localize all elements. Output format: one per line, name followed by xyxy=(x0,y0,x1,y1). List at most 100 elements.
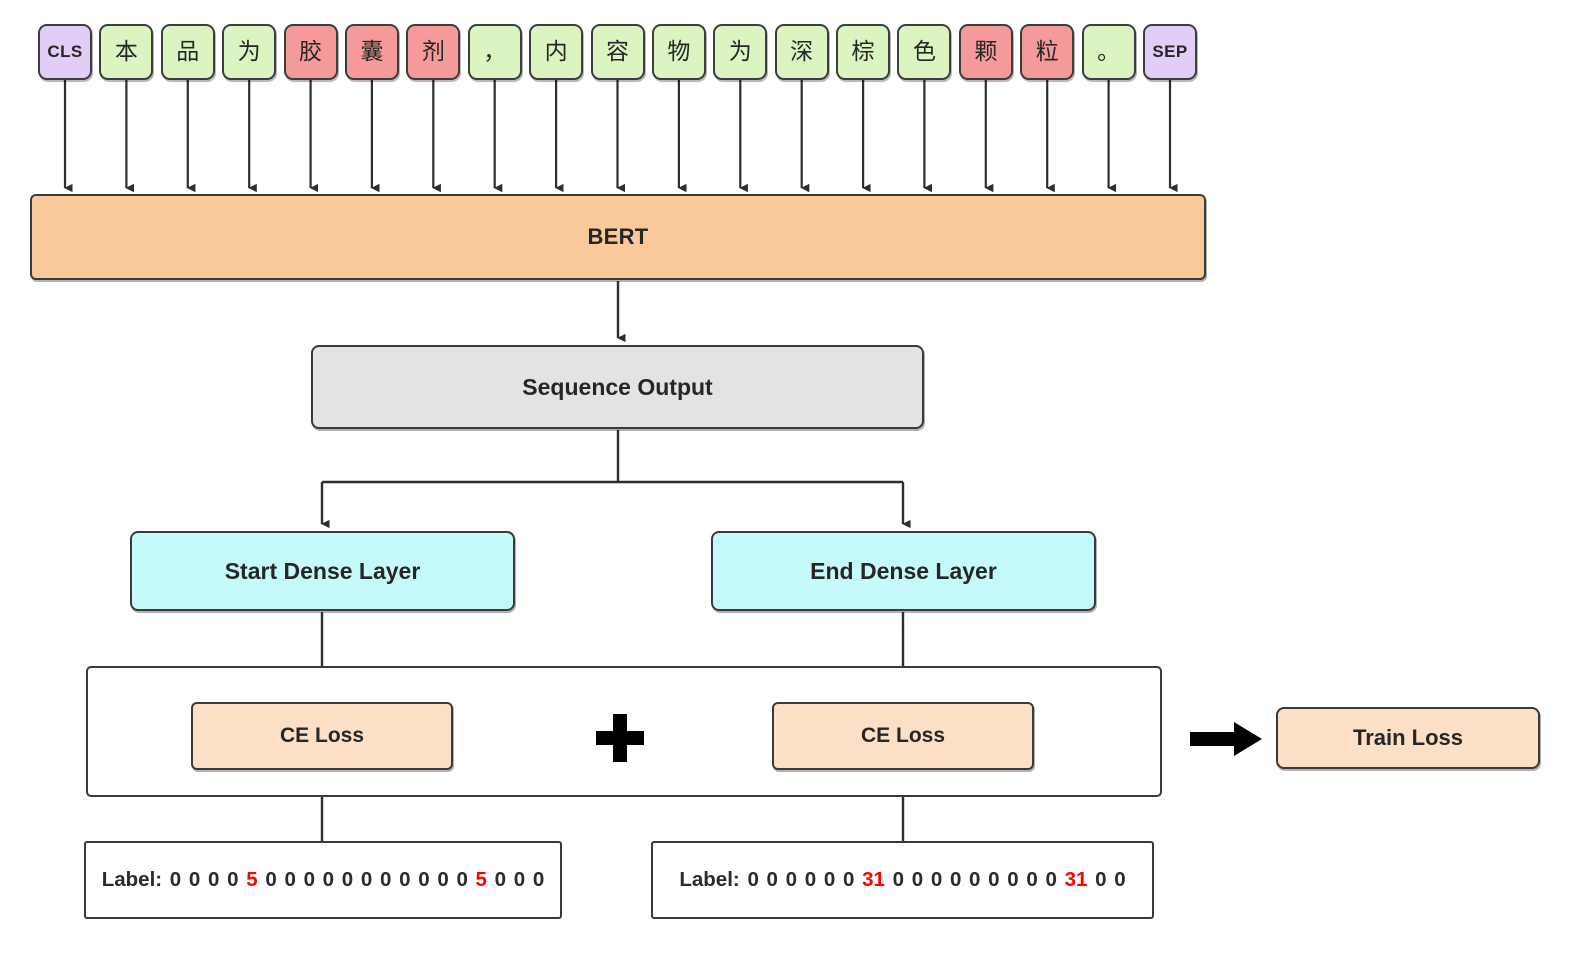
end-dense-layer-block[interactable]: End Dense Layer xyxy=(711,531,1096,611)
label-value-6: 0 xyxy=(284,868,296,892)
label-value-15: 0 xyxy=(1045,868,1057,892)
label-value-11: 0 xyxy=(380,868,392,892)
token-16[interactable]: 粒 xyxy=(1020,24,1075,80)
label-value-9: 0 xyxy=(341,868,354,892)
token-label: 内 xyxy=(544,37,568,64)
label-value-13: 0 xyxy=(418,868,430,892)
label-value-14: 0 xyxy=(437,868,449,892)
token-label: SEP xyxy=(1152,41,1188,61)
token-label: 色 xyxy=(912,37,936,64)
token-label: 粒 xyxy=(1035,37,1059,64)
token-11[interactable]: 为 xyxy=(713,24,768,80)
end-ce-loss-label: CE Loss xyxy=(860,724,946,747)
end-label-box: Label: 0 0 0 0 0 0 31 0 0 0 0 0 0 0 0 0 … xyxy=(651,841,1154,919)
token-label: ， xyxy=(483,37,507,64)
right-arrow-icon xyxy=(1190,722,1262,756)
label-value-18: 0 xyxy=(1114,868,1126,892)
label-value-19: 0 xyxy=(532,868,545,892)
start-label-text: Label: 0 0 0 0 5 0 0 0 0 0 0 0 0 0 0 0 5… xyxy=(102,866,545,894)
token-label: 为 xyxy=(728,37,752,64)
label-value-0: 0 xyxy=(169,868,182,892)
end-ce-loss-block[interactable]: CE Loss xyxy=(772,702,1034,770)
token-label: 本 xyxy=(114,37,138,64)
token-label: 品 xyxy=(176,37,200,64)
label-value-16: 5 xyxy=(475,868,487,892)
token-label: 。 xyxy=(1097,37,1121,64)
start-ce-loss-label: CE Loss xyxy=(279,724,365,747)
token-label: 颗 xyxy=(974,37,998,64)
label-value-1: 0 xyxy=(766,868,778,892)
train-loss-block[interactable]: Train Loss xyxy=(1276,707,1540,769)
token-label: 棕 xyxy=(851,37,875,64)
label-value-18: 0 xyxy=(513,868,526,892)
label-value-5: 0 xyxy=(265,868,277,892)
label-prefix: Label: xyxy=(101,868,170,892)
sequence-output-label: Sequence Output xyxy=(522,373,713,400)
label-value-15: 0 xyxy=(456,868,468,892)
label-value-7: 0 xyxy=(892,868,905,892)
label-value-16: 31 xyxy=(1064,868,1088,892)
end-dense-layer-label: End Dense Layer xyxy=(810,557,997,584)
token-1[interactable]: 本 xyxy=(99,24,154,80)
token-label: 囊 xyxy=(360,37,384,64)
token-7[interactable]: ， xyxy=(467,24,522,80)
token-label: 深 xyxy=(790,37,814,64)
label-value-7: 0 xyxy=(303,868,315,892)
token-0[interactable]: CLS xyxy=(38,24,92,80)
label-value-12: 0 xyxy=(399,868,411,892)
label-value-11: 0 xyxy=(969,868,981,892)
token-label: 物 xyxy=(667,37,691,64)
token-label: 剂 xyxy=(421,37,445,64)
token-6[interactable]: 剂 xyxy=(406,24,461,80)
token-9[interactable]: 容 xyxy=(590,24,645,80)
token-18[interactable]: SEP xyxy=(1143,24,1197,80)
bert-encoder-block[interactable]: BERT xyxy=(30,194,1206,280)
label-value-3: 0 xyxy=(804,868,817,892)
token-4[interactable]: 胶 xyxy=(283,24,338,80)
label-value-13: 0 xyxy=(1007,868,1019,892)
label-value-5: 0 xyxy=(842,868,855,892)
label-value-2: 0 xyxy=(208,868,220,892)
label-value-9: 0 xyxy=(930,868,943,892)
label-value-10: 0 xyxy=(360,868,373,892)
token-2[interactable]: 品 xyxy=(160,24,215,80)
label-value-12: 0 xyxy=(988,868,1000,892)
start-label-box: Label: 0 0 0 0 5 0 0 0 0 0 0 0 0 0 0 0 5… xyxy=(84,841,562,919)
bert-label: BERT xyxy=(587,224,649,249)
token-14[interactable]: 色 xyxy=(897,24,952,80)
token-8[interactable]: 内 xyxy=(529,24,584,80)
token-label: 为 xyxy=(237,37,261,64)
label-value-8: 0 xyxy=(911,868,924,892)
label-value-17: 0 xyxy=(494,868,507,892)
label-value-14: 0 xyxy=(1026,868,1038,892)
label-value-6: 31 xyxy=(862,868,885,892)
token-15[interactable]: 颗 xyxy=(958,24,1013,80)
start-ce-loss-block[interactable]: CE Loss xyxy=(191,702,453,770)
token-label: 胶 xyxy=(299,37,323,64)
token-17[interactable]: 。 xyxy=(1081,24,1136,80)
plus-icon xyxy=(596,714,644,762)
label-prefix: Label: xyxy=(679,868,748,892)
token-13[interactable]: 棕 xyxy=(836,24,891,80)
label-value-3: 0 xyxy=(227,868,239,892)
token-label: 容 xyxy=(606,37,629,64)
label-value-0: 0 xyxy=(747,868,759,892)
label-value-1: 0 xyxy=(188,868,201,892)
token-12[interactable]: 深 xyxy=(774,24,829,80)
label-value-8: 0 xyxy=(322,868,335,892)
token-3[interactable]: 为 xyxy=(222,24,277,80)
token-10[interactable]: 物 xyxy=(651,24,706,80)
label-value-2: 0 xyxy=(785,868,798,892)
start-dense-layer-block[interactable]: Start Dense Layer xyxy=(130,531,515,611)
label-value-10: 0 xyxy=(949,868,962,892)
token-5[interactable]: 囊 xyxy=(344,24,399,80)
end-label-text: Label: 0 0 0 0 0 0 31 0 0 0 0 0 0 0 0 0 … xyxy=(679,866,1125,894)
token-label: CLS xyxy=(47,41,83,61)
label-value-4: 0 xyxy=(823,868,836,892)
start-dense-layer-label: Start Dense Layer xyxy=(224,557,421,584)
sequence-output-block[interactable]: Sequence Output xyxy=(311,345,924,429)
train-loss-label: Train Loss xyxy=(1352,725,1464,750)
label-value-17: 0 xyxy=(1095,868,1107,892)
